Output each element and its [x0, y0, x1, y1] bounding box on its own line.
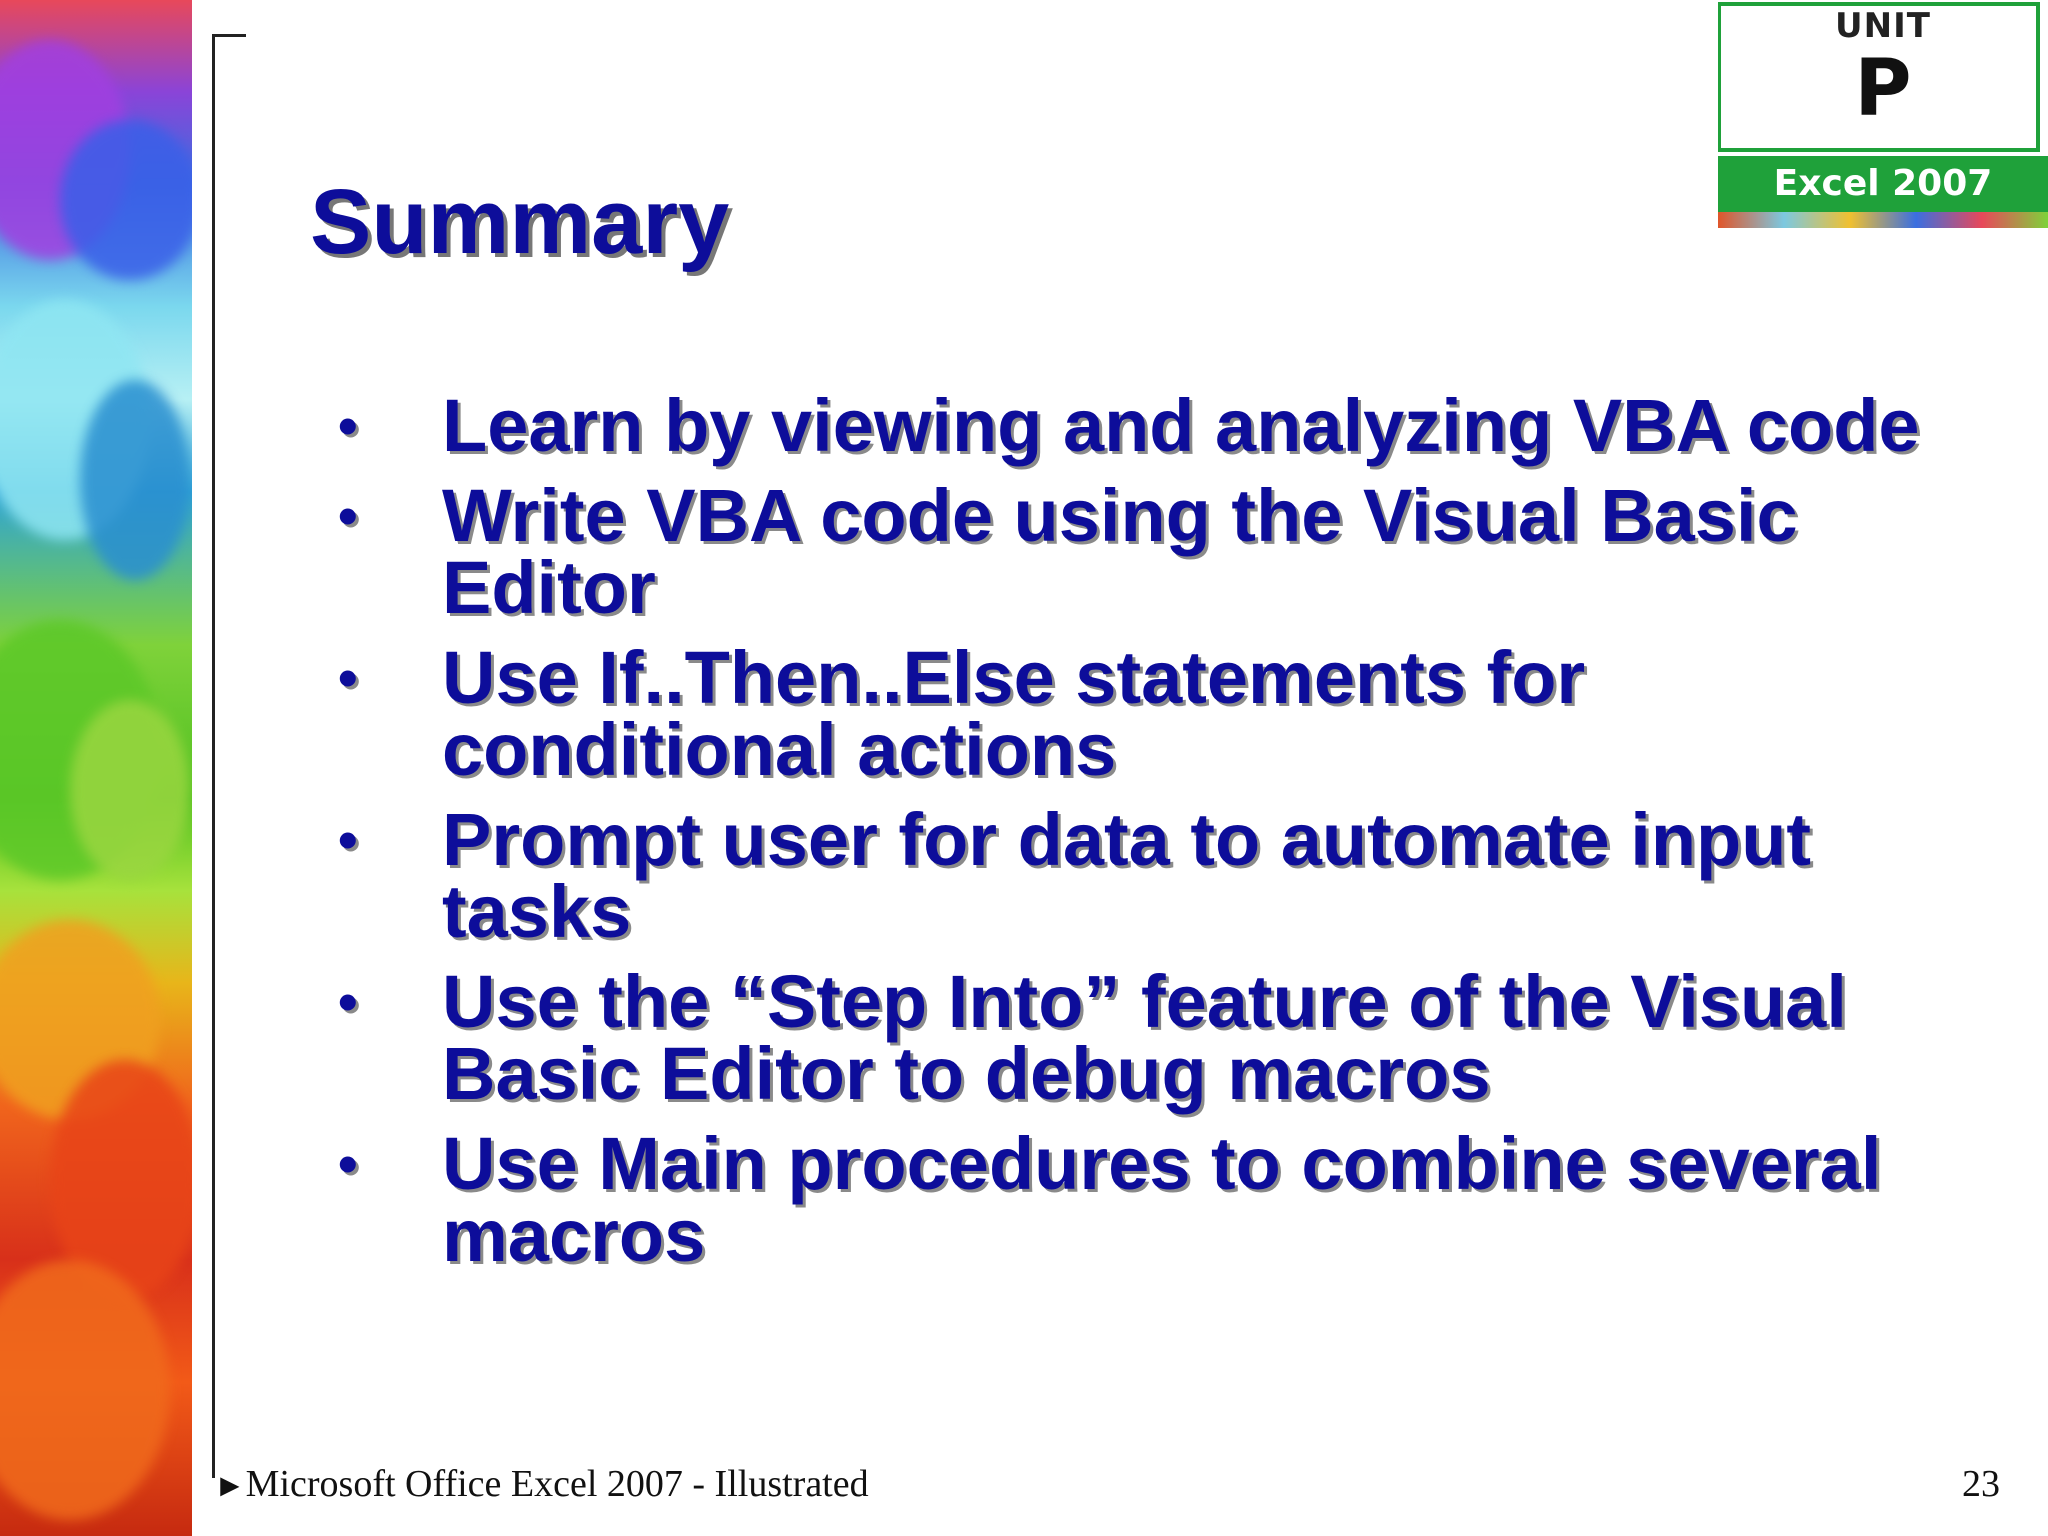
bullet-list: •Learn by viewing and analyzing VBA code… [330, 389, 1970, 1290]
unit-label: UNIT [1835, 6, 1931, 46]
frame-vertical-line [212, 34, 215, 1478]
bullet-text: Use If..Then..Else statements for condit… [442, 636, 1586, 791]
unit-letter: P [1854, 44, 1912, 134]
bullet-dot-icon: • [338, 394, 358, 457]
bullet-text: Prompt user for data to automate input t… [442, 798, 1812, 953]
bullet-item: •Use If..Then..Else statements for condi… [330, 641, 1970, 787]
triangle-right-icon: ► [214, 1467, 246, 1503]
bullet-item: •Prompt user for data to automate input … [330, 803, 1970, 949]
slide-title: Summary [310, 171, 730, 273]
footer-text: Microsoft Office Excel 2007 - Illustrate… [245, 1463, 869, 1505]
bullet-item: •Learn by viewing and analyzing VBA code [330, 389, 1970, 463]
badge-paint-decoration [1718, 212, 2048, 228]
bullet-item: •Use Main procedures to combine several … [330, 1127, 1970, 1273]
bullet-text: Use the “Step Into” feature of the Visua… [442, 960, 1847, 1115]
bullet-dot-icon: • [338, 484, 358, 547]
bullet-item: •Write VBA code using the Visual Basic E… [330, 479, 1970, 625]
paint-strip-decoration [0, 0, 196, 1536]
bullet-dot-icon: • [338, 970, 358, 1033]
product-band: Excel 2007 [1718, 156, 2048, 212]
unit-badge: UNIT P Excel 2007 [1718, 2, 2048, 228]
bullet-dot-icon: • [338, 808, 358, 871]
footer: ►Microsoft Office Excel 2007 - Illustrat… [214, 1462, 869, 1506]
page-number: 23 [1962, 1463, 2000, 1505]
bullet-dot-icon: • [338, 1132, 358, 1195]
bullet-dot-icon: • [338, 646, 358, 709]
bullet-text: Use Main procedures to combine several m… [442, 1122, 1882, 1277]
bullet-text: Learn by viewing and analyzing VBA code [442, 384, 1920, 467]
frame-corner-line [212, 34, 246, 37]
bullet-item: •Use the “Step Into” feature of the Visu… [330, 965, 1970, 1111]
bullet-text: Write VBA code using the Visual Basic Ed… [442, 474, 1798, 629]
unit-box [1718, 2, 2040, 152]
